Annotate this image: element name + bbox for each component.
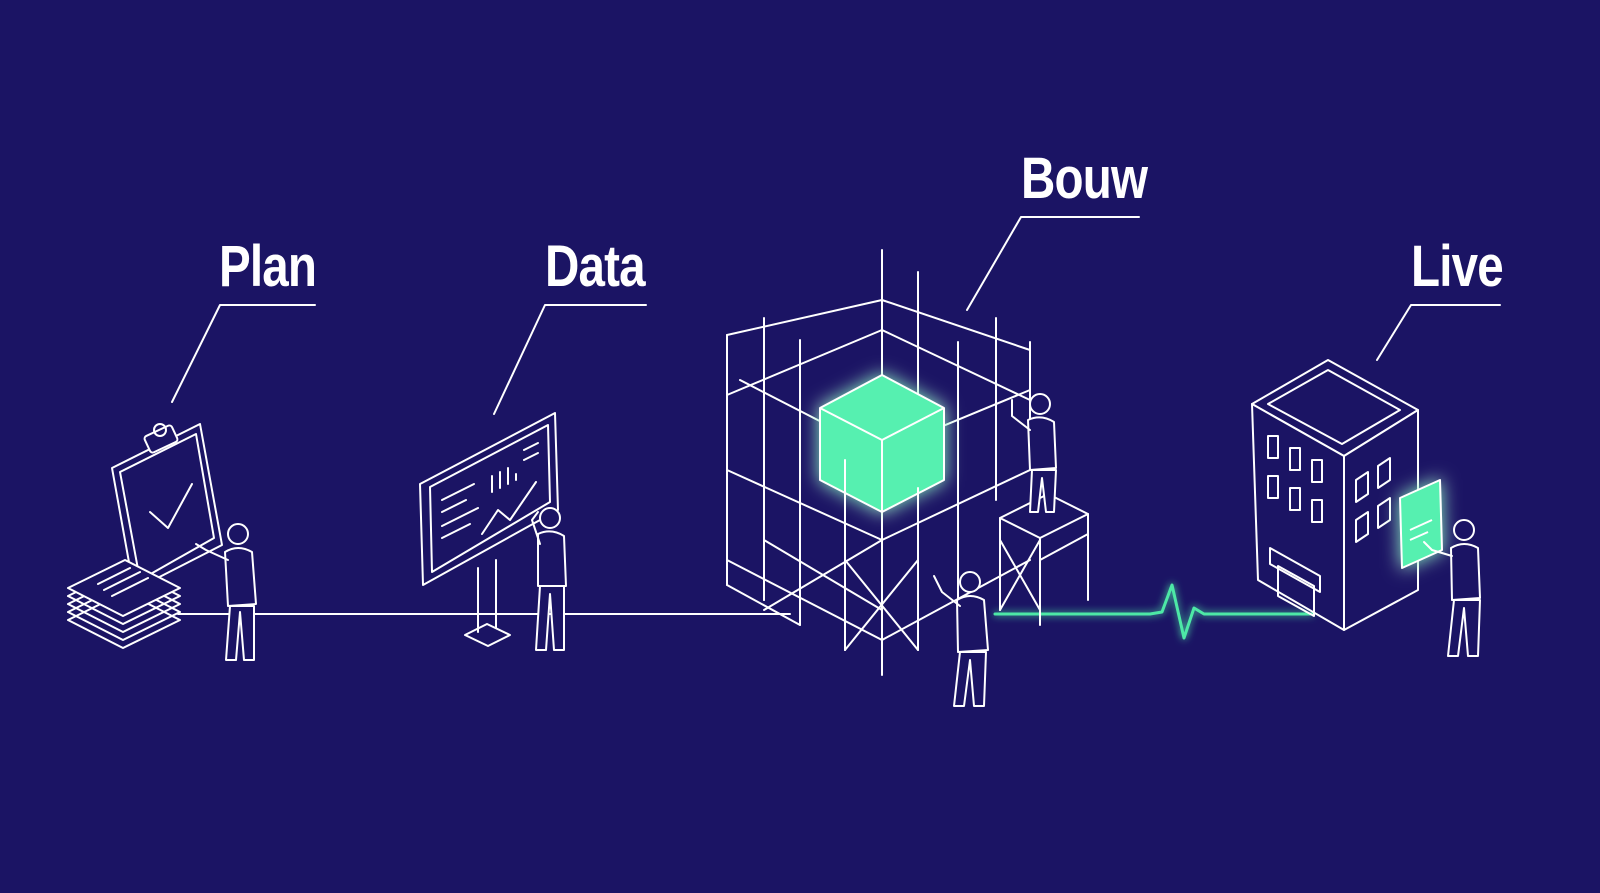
person-plan-icon xyxy=(195,523,257,661)
person-live-icon xyxy=(1423,519,1481,657)
building-icon xyxy=(1251,359,1419,631)
stage-label-bouw: Bouw xyxy=(1021,146,1148,211)
timeline xyxy=(177,583,1314,640)
person-bouw-icon xyxy=(933,571,989,707)
leader-line-data xyxy=(493,304,647,415)
person-on-platform-icon xyxy=(1011,393,1057,513)
stage-label-data: Data xyxy=(545,234,646,299)
glowing-card-icon xyxy=(1399,479,1443,569)
scaffolding-front-posts xyxy=(844,459,919,651)
leader-lines xyxy=(171,216,1501,415)
stage-label-plan: Plan xyxy=(219,234,317,299)
platform-icon xyxy=(999,493,1089,626)
scaffolding-icon xyxy=(726,249,1031,676)
clipboard-icon xyxy=(111,423,223,591)
leader-line-live xyxy=(1376,304,1501,361)
leader-line-plan xyxy=(171,304,316,403)
paper-stack-icon xyxy=(67,559,181,649)
person-data-icon xyxy=(531,507,567,651)
glowing-cube-icon xyxy=(819,374,945,513)
leader-line-bouw xyxy=(966,216,1140,311)
stage-label-live: Live xyxy=(1411,234,1504,299)
dashboard-board-icon xyxy=(419,412,559,647)
timeline-pulse-line xyxy=(993,583,1314,640)
